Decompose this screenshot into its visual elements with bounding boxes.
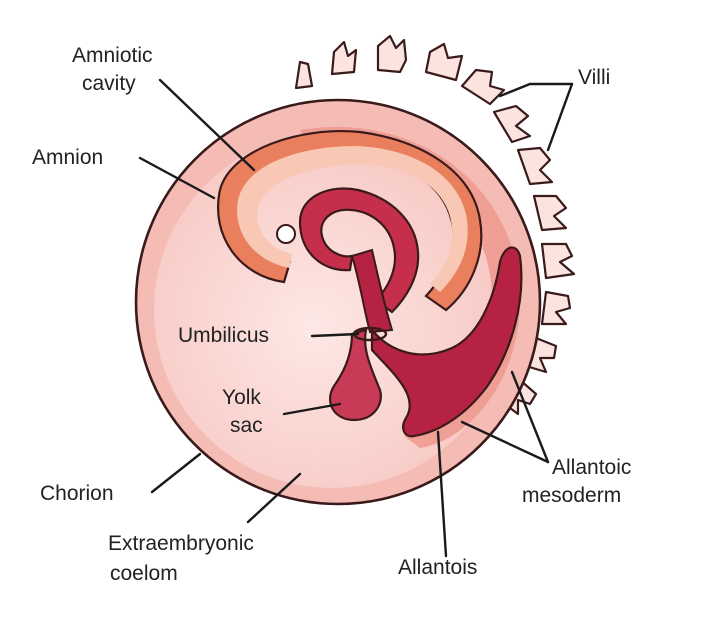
label-chorion: Chorion bbox=[40, 482, 114, 505]
leader-villi bbox=[498, 82, 574, 98]
label-villi: Villi bbox=[578, 66, 610, 89]
leader-extraembryonic-coelom bbox=[246, 472, 302, 524]
villus bbox=[540, 290, 572, 326]
villi-group bbox=[294, 34, 576, 416]
amniotic-bubble bbox=[276, 224, 296, 244]
leader-lines bbox=[138, 78, 574, 558]
label-amniotic-cavity: Amniotic cavity bbox=[72, 44, 158, 95]
yolk-sac bbox=[328, 328, 382, 422]
villus bbox=[492, 104, 532, 144]
connecting-stalk bbox=[350, 248, 394, 334]
amniotic-cavity bbox=[237, 146, 468, 292]
villus bbox=[424, 42, 464, 82]
label-yolk-sac: Yolk sac bbox=[222, 386, 267, 437]
leader-amniotic-cavity bbox=[158, 78, 256, 172]
villus bbox=[294, 60, 314, 90]
label-umbilicus: Umbilicus bbox=[178, 324, 269, 347]
leader-allantoic-mesoderm-1 bbox=[510, 370, 550, 464]
leader-yolk-sac bbox=[282, 402, 342, 416]
leader-allantois bbox=[436, 430, 448, 558]
label-allantois: Allantois bbox=[398, 556, 477, 579]
villus bbox=[376, 34, 408, 74]
villus bbox=[516, 146, 554, 186]
label-amnion: Amnion bbox=[32, 146, 103, 169]
embryo bbox=[298, 187, 420, 314]
label-allantoic-mesoderm: Allantoic mesoderm bbox=[522, 456, 637, 507]
label-extraembryonic-coelom: Extraembryonic coelom bbox=[108, 532, 260, 585]
villus bbox=[540, 242, 576, 280]
allantois bbox=[370, 246, 523, 438]
villus bbox=[330, 40, 358, 76]
villus bbox=[460, 68, 506, 106]
leader-umbilicus bbox=[310, 332, 360, 338]
leader-chorion bbox=[150, 452, 202, 494]
leader-villi-2 bbox=[546, 82, 574, 152]
leader-allantoic-mesoderm-2 bbox=[460, 420, 550, 464]
villus bbox=[532, 194, 568, 232]
leader-amnion bbox=[138, 156, 216, 200]
